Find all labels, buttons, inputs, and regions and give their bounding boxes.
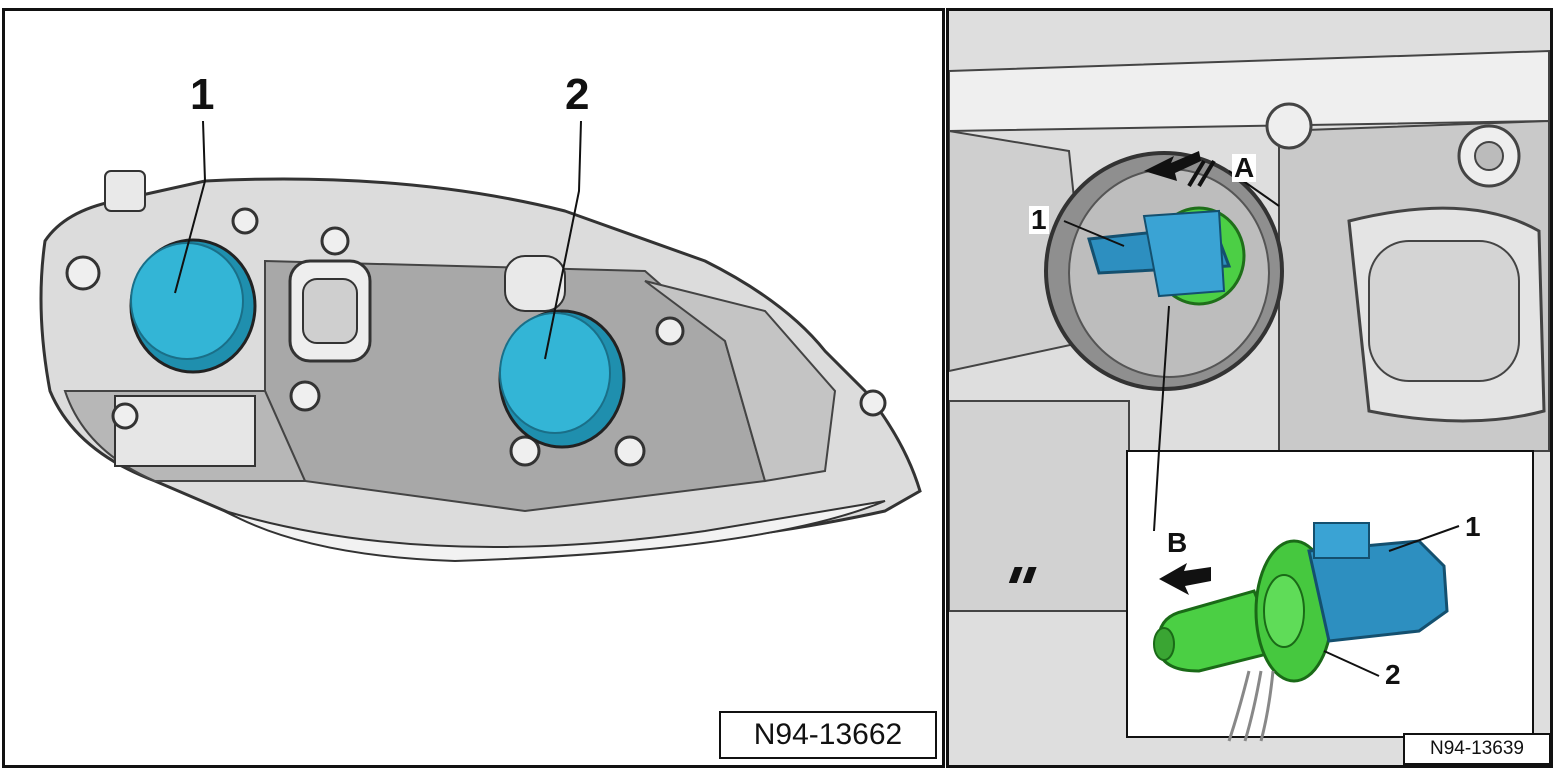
figure-id-box: N94-13662: [719, 711, 937, 759]
leader-2-inset: [1323, 650, 1380, 677]
callout-label-a: A: [1232, 152, 1257, 183]
housing-recess-right: [644, 280, 837, 483]
leader-line-1: [174, 120, 207, 294]
cap-2-high-beam: [498, 309, 626, 449]
arrow-b: [1008, 563, 1211, 595]
leader-1-top: [1063, 220, 1125, 247]
callout-label-1-top: 1: [1029, 204, 1049, 235]
cap-1-low-beam: [129, 238, 257, 374]
callout-label-1-inset: 1: [1465, 511, 1481, 542]
figure-id-box-inset: N94-13639: [1403, 733, 1550, 765]
bulb-with-connector: [1153, 522, 1449, 742]
housing-lower-lip: [224, 500, 886, 563]
callout-label-b: B: [1167, 527, 1188, 558]
headlight-rear-view-panel: 1 2 N94-13662: [2, 8, 945, 768]
callout-label-2: 2: [565, 70, 590, 119]
headlight-housing-illustration: [39, 120, 922, 563]
leader-1-to-inset: [1153, 305, 1170, 532]
leader-line-2: [544, 120, 582, 360]
leader-1-inset: [1388, 525, 1460, 552]
headlight-detail-illustration: [949, 11, 1550, 765]
callout-label-1: 1: [190, 70, 215, 119]
figure-id: N94-13662: [753, 718, 903, 751]
callout-label-2-inset: 2: [1385, 659, 1401, 690]
bulb-removal-detail-panel: 1 A B 1 2 N94-13639: [946, 8, 1553, 768]
figure-id-inset: N94-13639: [1429, 738, 1525, 759]
arrow-a: [1144, 151, 1216, 188]
